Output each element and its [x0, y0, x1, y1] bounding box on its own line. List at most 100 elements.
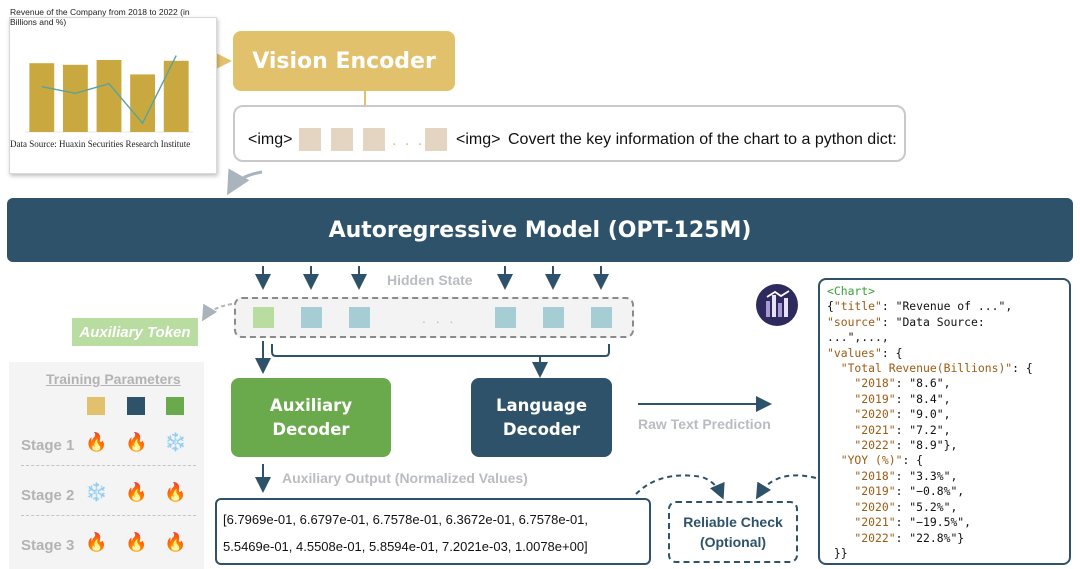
code-token: "2021": [827, 515, 896, 530]
code-token: "2018": [827, 376, 896, 391]
code-token: : "−0.8%",: [895, 484, 965, 499]
hidden-token: [301, 307, 322, 328]
code-line: "values": {: [827, 346, 1033, 361]
code-token: "2019": [827, 391, 896, 406]
code-line: }}: [827, 546, 1033, 561]
code-line: "2022": "8.9"},: [827, 438, 1033, 453]
normalized-values-line2: 5.5469e-01, 4.5508e-01, 5.8594e-01, 7.20…: [223, 539, 588, 554]
code-line: "2018": "3.3%",: [827, 469, 1033, 484]
reliable-check-line1: Reliable Check: [683, 514, 783, 530]
auxiliary-decoder-line2: Decoder: [272, 419, 350, 439]
vision-encoder-block: Vision Encoder: [233, 31, 455, 91]
autoregressive-model-block: Autoregressive Model (OPT-125M): [7, 198, 1073, 262]
code-token: : "5.2%",: [895, 499, 958, 514]
hidden-state-strip: [234, 297, 634, 338]
code-token: {: [827, 299, 834, 314]
code-line: "2021": "−19.5%",: [827, 515, 1033, 530]
training-parameters-title: Training Parameters: [46, 371, 181, 387]
code-line: "Total Revenue(Billions)": {: [827, 361, 1033, 376]
raw-text-prediction-label: Raw Text Prediction: [638, 416, 771, 432]
image-token: [299, 128, 321, 151]
code-token: "title": [833, 299, 882, 314]
code-token: : "8.9"},: [895, 438, 958, 453]
snowflake-icon: ❄️: [85, 482, 108, 502]
code-token: "source": [827, 314, 882, 329]
code-token: : "3.3%",: [895, 468, 958, 483]
language-decoder-line2: Decoder: [502, 419, 581, 439]
fire-icon: 🔥: [125, 532, 148, 552]
hidden-token: [495, 307, 516, 328]
hidden-token: [591, 307, 612, 328]
stage-1-label: Stage 1: [21, 437, 75, 454]
language-decoder-block: Language Decoder: [471, 378, 612, 457]
code-token: <Chart>: [827, 284, 876, 298]
code-token: "2021": [827, 422, 896, 437]
fire-icon: 🔥: [125, 482, 148, 502]
swatch-language-model: [127, 397, 145, 415]
stage-divider: [21, 465, 196, 466]
auxiliary-output-label: Auxiliary Output (Normalized Values): [282, 470, 528, 486]
swatch-auxiliary-decoder: [166, 397, 184, 415]
code-line: "source": "Data Source:: [827, 315, 1033, 330]
code-line: "2019": "−0.8%",: [827, 484, 1033, 499]
code-token: : "Data Source:: [881, 314, 985, 329]
thumbnail-yoy-line: [41, 55, 177, 125]
code-line: "YOY (%)": {: [827, 453, 1033, 468]
fire-icon: 🔥: [125, 432, 148, 452]
thumbnail-bar: [62, 64, 88, 132]
code-token: : "8.4",: [895, 391, 951, 406]
code-token: : {: [902, 453, 924, 468]
code-token: "values": [827, 345, 882, 360]
stage-3-label: Stage 3: [21, 537, 75, 554]
code-line: "2019": "8.4",: [827, 392, 1033, 407]
output-dict-code: <Chart>{"title": "Revenue of ...","sourc…: [827, 284, 1033, 561]
code-token: "Total Revenue(Billions)": [827, 361, 1013, 376]
normalized-values-box: [215, 498, 651, 565]
code-token: : "9.0",: [895, 407, 951, 422]
code-line: "2022": "22.8%"}: [827, 531, 1033, 546]
auxiliary-decoder-block: Auxiliary Decoder: [231, 378, 391, 457]
code-token: : {: [881, 345, 903, 360]
code-token: }}: [827, 545, 848, 560]
fire-icon: 🔥: [85, 432, 108, 452]
image-token: [363, 128, 385, 151]
snowflake-icon: ❄️: [164, 432, 187, 452]
thumbnail-title: Revenue of the Company from 2018 to 2022…: [10, 7, 190, 27]
auxiliary-decoder-line1: Auxiliary: [269, 395, 353, 415]
image-token: [331, 128, 353, 151]
code-line: "2020": "5.2%",: [827, 500, 1033, 515]
hidden-state-label: Hidden State: [387, 272, 473, 288]
reliable-check-block: Reliable Check (Optional): [668, 501, 798, 563]
code-line: "2020": "9.0",: [827, 407, 1033, 422]
code-token: "YOY (%)": [827, 453, 903, 468]
hidden-token: [349, 307, 370, 328]
code-token: : "7.2",: [895, 422, 951, 437]
thumbnail-source: Data Source: Huaxin Securities Research …: [10, 139, 191, 149]
code-line: <Chart>: [827, 284, 1033, 299]
code-token: ...",...,: [827, 330, 889, 345]
code-line: "2021": "7.2",: [827, 423, 1033, 438]
code-token: : "8.6",: [895, 376, 951, 391]
code-token: "2022": [827, 530, 896, 545]
code-token: "2018": [827, 468, 896, 483]
code-token: : "22.8%"}: [895, 530, 965, 545]
thumbnail-bar: [29, 63, 55, 133]
code-token: : "Revenue of ...",: [881, 299, 1013, 314]
code-line: "2018": "8.6",: [827, 376, 1033, 391]
hidden-token-ellipsis: . . .: [422, 310, 457, 326]
code-token: "2022": [827, 438, 896, 453]
img-tag-end: <img>: [456, 131, 501, 148]
img-tag-start: <img>: [248, 131, 293, 148]
fire-icon: 🔥: [164, 532, 187, 552]
thumbnail-bar: [96, 60, 122, 132]
prompt-instruction: Covert the key information of the chart …: [508, 131, 897, 148]
code-token: "2019": [827, 484, 896, 499]
code-token: "2020": [827, 407, 896, 422]
language-decoder-line1: Language: [495, 395, 588, 415]
thumbnail-chart: [25, 55, 193, 133]
image-token: [425, 128, 447, 151]
code-line: ...",...,: [827, 330, 1033, 345]
auxiliary-token-label: Auxiliary Token: [72, 318, 198, 346]
image-token-ellipsis: . . .: [392, 132, 425, 149]
chart-logo-icon: [756, 284, 798, 326]
